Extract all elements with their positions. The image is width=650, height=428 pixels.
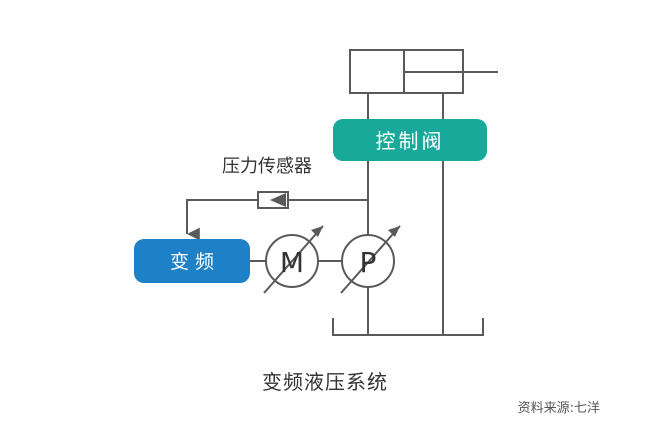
- control-valve-label: 控制阀: [376, 129, 445, 153]
- source-note: 资料来源:七洋: [518, 401, 600, 416]
- feedback-signal-line: [186, 199, 258, 241]
- variable-motor-icon: M: [263, 225, 324, 294]
- hydraulic-cylinder: [349, 49, 498, 94]
- pressure-sensor-icon: [257, 191, 289, 209]
- oil-tank: [332, 318, 484, 336]
- pump-symbol: P: [360, 246, 377, 279]
- diagram-caption: 变频液压系统: [262, 370, 388, 394]
- vfd-label: 变 频: [170, 251, 214, 273]
- sensor-label: 压力传感器: [222, 156, 312, 177]
- control-valve: 控制阀: [333, 119, 487, 161]
- motor-symbol: M: [280, 246, 304, 279]
- vfd-drive: 变 频: [134, 239, 250, 283]
- variable-pump-icon: P: [340, 225, 401, 294]
